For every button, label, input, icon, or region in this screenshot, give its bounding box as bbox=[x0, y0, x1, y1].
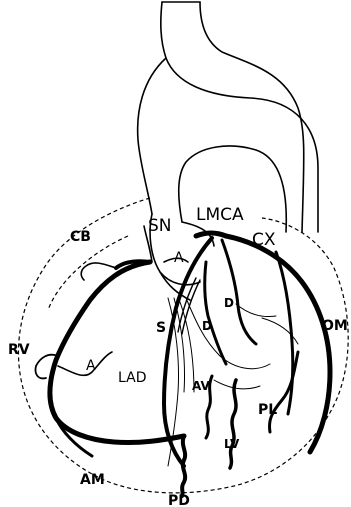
label-cb: CB bbox=[70, 229, 91, 245]
label-lv: LV bbox=[224, 437, 240, 451]
obtuse-marginal-branch bbox=[276, 252, 293, 414]
atrial-branch bbox=[58, 352, 112, 375]
label-sn: SN bbox=[148, 216, 172, 236]
label-cx: CX bbox=[252, 230, 276, 250]
label-a-lower: A bbox=[86, 358, 96, 374]
label-lmca: LMCA bbox=[196, 205, 244, 225]
label-rv: RV bbox=[8, 342, 30, 358]
label-d-lower: D bbox=[202, 319, 212, 333]
label-pl: PL bbox=[258, 402, 277, 418]
diagonal-branch-2 bbox=[205, 262, 226, 364]
aorta-outline bbox=[138, 2, 318, 285]
label-av: AV bbox=[192, 379, 210, 393]
diagonal-branch-1 bbox=[222, 240, 256, 344]
label-s: S bbox=[156, 320, 166, 336]
label-pd: PD bbox=[168, 493, 190, 507]
label-d-upper: D bbox=[224, 296, 234, 310]
label-a-upper: A bbox=[174, 250, 184, 266]
label-am: AM bbox=[80, 472, 105, 488]
label-lad: LAD bbox=[118, 370, 146, 386]
left-main-coronary-artery bbox=[196, 233, 226, 236]
left-ventricular-branch bbox=[230, 380, 236, 468]
label-om: OM bbox=[322, 318, 348, 334]
circumflex-artery bbox=[226, 236, 330, 452]
